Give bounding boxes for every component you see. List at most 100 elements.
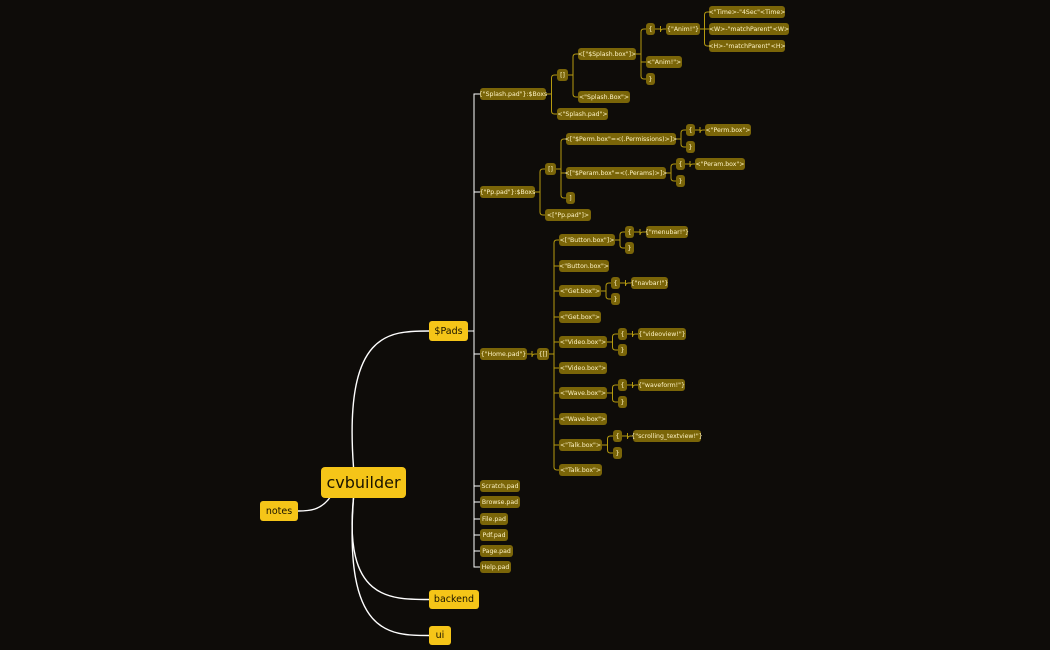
node-button-brace-close[interactable]: } [625, 242, 634, 254]
link-to-node-perm-brace-open [680, 129, 686, 134]
node-talk-open[interactable]: <"Talk.box"> [559, 439, 602, 451]
link-to-node-pp-bracket-close [560, 194, 566, 199]
node-splash-bracket[interactable]: [] [557, 69, 568, 81]
node-splash-brace-close[interactable]: } [646, 73, 655, 85]
link-to-node-peram-brace-open [670, 163, 676, 168]
node-wave-brace-open[interactable]: { [618, 379, 627, 391]
link-to-node-video-brace-close [612, 346, 618, 351]
node-get-close[interactable]: <"Get.box"> [559, 311, 601, 323]
node-scratch-pad[interactable]: Scratch.pad [480, 480, 520, 492]
link-to-node-perm-brace-close [680, 143, 686, 148]
node-perm-brace-open[interactable]: { [686, 124, 695, 136]
link-to-node-splash-brace-open [640, 28, 646, 33]
node-splash-anim-key[interactable]: {"Anim!"} [666, 23, 700, 35]
link-to-node-get-brace-close [605, 295, 611, 300]
node-talk-value[interactable]: {"scrolling_textview!"} [631, 430, 703, 442]
link-pads-node-pp-pad [468, 191, 480, 332]
node-splash-box-open[interactable]: <["$Splash.box"]> [578, 48, 636, 60]
node-perm-brace-close[interactable]: } [686, 141, 695, 153]
node-pp-bracket[interactable]: [] [545, 163, 556, 175]
node-pp-bracket-close[interactable]: ] [566, 192, 575, 204]
node-talk-brace-close[interactable]: } [613, 447, 622, 459]
node-peram-brace-open[interactable]: { [676, 158, 685, 170]
node-video-brace-close[interactable]: } [618, 344, 627, 356]
node-browse-pad[interactable]: Browse.pad [480, 496, 520, 508]
node-get-value[interactable]: {"navbar!"} [631, 277, 668, 289]
link-to-node-video-brace-open [612, 333, 618, 338]
node-pp-pad[interactable]: {"Pp.pad"}:$Boxs [480, 186, 535, 198]
node-splash-time[interactable]: <"Time>-"4Sec"<Time> [709, 6, 785, 18]
node-get-open[interactable]: <"Get.box"> [559, 285, 601, 297]
node-video-close[interactable]: <"Video.box"> [559, 362, 607, 374]
link-to-node-wave-value [632, 384, 638, 389]
link-to-node-pp-bracket [539, 168, 545, 173]
node-splash-pad[interactable]: {"Splash.pad"}:$Boxs [479, 88, 547, 100]
node-pdf-pad[interactable]: Pdf.pad [480, 529, 508, 541]
link-to-node-splash-box-open [572, 53, 578, 58]
node-backend[interactable]: backend [429, 590, 479, 609]
node-ui[interactable]: ui [429, 626, 451, 645]
node-button-brace-open[interactable]: { [625, 226, 634, 238]
link-node-backend [351, 497, 430, 601]
node-peram-brace-close[interactable]: } [676, 175, 685, 187]
link-to-node-talk-close [553, 466, 559, 471]
node-video-open[interactable]: <"Video.box"> [559, 336, 607, 348]
link-to-node-talk-brace-close [607, 449, 613, 454]
node-wave-open[interactable]: <"Wave.box"> [559, 387, 607, 399]
link-node-notes [297, 495, 332, 512]
node-splash-pad-close[interactable]: <"Splash.pad"> [557, 108, 608, 120]
node-video-brace-open[interactable]: { [618, 328, 627, 340]
link-node-ui [351, 497, 430, 637]
node-notes[interactable]: notes [260, 501, 298, 521]
link-to-node-splash-time [704, 11, 709, 16]
link-to-node-wave-brace-close [612, 398, 618, 403]
node-perm-close[interactable]: <"Perm.box"> [705, 124, 751, 136]
link-to-node-get-brace-open [605, 282, 611, 287]
link-to-node-talk-brace-open [607, 435, 613, 440]
node-file-pad[interactable]: File.pad [480, 513, 508, 525]
node-talk-brace-open[interactable]: { [613, 430, 622, 442]
node-wave-value[interactable]: {"waveform!"} [638, 379, 685, 391]
node-button-open[interactable]: <["Button.box"]> [559, 234, 615, 246]
node-home-bracket[interactable]: {[] [537, 348, 549, 360]
link-to-node-splash-box-close [572, 93, 578, 98]
node-home-pad[interactable]: {"Home.pad"} [480, 348, 527, 360]
node-get-brace-open[interactable]: { [611, 277, 620, 289]
link-to-node-splash-bracket [551, 74, 557, 79]
node-talk-close[interactable]: <"Talk.box"> [559, 464, 602, 476]
link-to-node-splash-anim-key [660, 28, 666, 33]
link-to-node-button-brace-open [619, 231, 625, 236]
node-perm-open[interactable]: <["$Perm.box"=<(.Permissions)>]> [565, 133, 677, 145]
node-peram-close[interactable]: <"Peram.box"> [695, 158, 745, 170]
node-button-close[interactable]: <"Button.box"> [559, 260, 609, 272]
link-to-node-splash-h [704, 42, 709, 47]
root-node[interactable]: cvbuilder [321, 467, 406, 498]
node-splash-box-close[interactable]: <"Splash.Box"> [578, 91, 630, 103]
node-wave-brace-close[interactable]: } [618, 396, 627, 408]
node-splash-anim-close[interactable]: <"Anim!"> [646, 56, 682, 68]
node-pads[interactable]: $Pads [429, 321, 468, 341]
link-to-node-pp-pad-close [539, 211, 545, 216]
link-pads-node-help-pad [468, 330, 480, 568]
link-to-node-peram-close [689, 163, 695, 168]
link-to-node-button-open [553, 239, 559, 244]
node-splash-brace-open[interactable]: { [646, 23, 655, 35]
link-to-node-get-value [625, 282, 631, 287]
node-button-value[interactable]: {"menubar!"} [645, 226, 689, 238]
link-to-node-wave-brace-open [612, 384, 618, 389]
node-splash-h[interactable]: <H>-"matchParent"<H> [708, 40, 786, 52]
link-node-pads [351, 330, 430, 468]
node-page-pad[interactable]: Page.pad [480, 545, 513, 557]
link-to-node-perm-close [699, 129, 705, 134]
node-help-pad[interactable]: Help.pad [480, 561, 511, 573]
node-peram-open[interactable]: <["$Peram.box"=<(.Perams)>]> [565, 167, 667, 179]
node-wave-close[interactable]: <"Wave.box"> [559, 413, 607, 425]
node-get-brace-close[interactable]: } [611, 293, 620, 305]
node-video-value[interactable]: {"videoview!"} [638, 328, 686, 340]
link-to-node-video-value [632, 333, 638, 338]
node-pp-pad-close[interactable]: <["Pp.pad"]> [545, 209, 591, 221]
link-to-node-peram-brace-close [670, 177, 676, 182]
node-splash-w[interactable]: <W>-"matchParent"<W> [709, 23, 789, 35]
